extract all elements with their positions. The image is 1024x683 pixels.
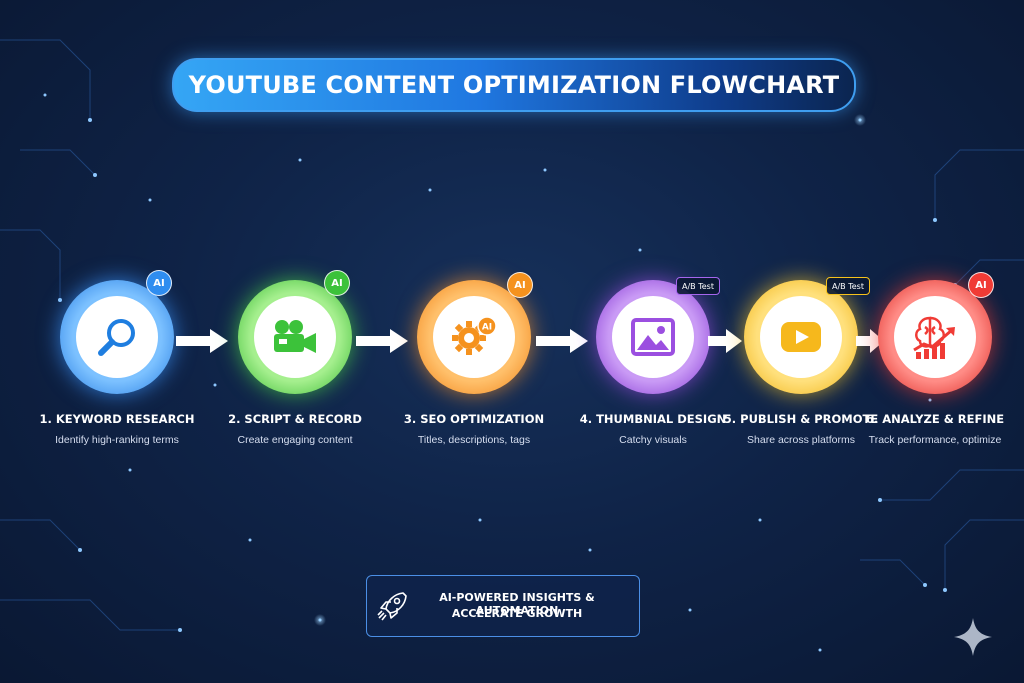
step-keyword-research: AI	[60, 270, 174, 394]
step-analyze-refine: AI	[878, 272, 994, 394]
step-description: Create engaging content	[237, 434, 353, 446]
step-description: Titles, descriptions, tags	[417, 434, 531, 446]
growth-callout: AI-POWERED INSIGHTS & AUTOMATION ACCEERA…	[366, 575, 640, 637]
step-title: 3. SEO OPTIMIZATION	[403, 412, 545, 426]
ab-test-badge: A/B Test	[676, 277, 720, 295]
sparkle-icon	[954, 618, 992, 656]
video-camera-icon	[274, 320, 316, 353]
inner-ai-label: AI	[482, 323, 492, 333]
step-script-record: AI	[238, 270, 352, 394]
title-banner: YOUTUBE CONTENT OPTIMIZATION FLOWCHART	[172, 58, 856, 112]
step-icon-disc	[76, 296, 158, 378]
step-icon-disc	[254, 296, 336, 378]
flow-arrow	[856, 329, 884, 353]
step-description: Identify high-ranking terms	[55, 434, 179, 446]
step-description: Catchy visuals	[619, 434, 687, 446]
step-title: 5. PUBLISH & PROMOTE	[723, 412, 879, 426]
step-icon-disc	[894, 296, 976, 378]
image-icon	[631, 318, 675, 356]
flow-arrow	[536, 329, 588, 353]
ai-badge: AI	[968, 272, 994, 298]
step-publish-promote: A/B Test	[744, 277, 870, 394]
gear-icon: AI	[452, 316, 497, 355]
step-icon-disc	[760, 296, 842, 378]
step-title: 6. ANALYZE & REFINE	[865, 412, 1005, 426]
search-icon	[98, 319, 135, 356]
callout-line-2: ACCEERATE GROWTH	[451, 607, 583, 620]
rocket-icon	[377, 592, 407, 621]
step-icon-disc	[612, 296, 694, 378]
ai-badge: AI	[324, 270, 350, 296]
flow-arrow	[708, 329, 742, 353]
callout-line-1: AI-POWERED INSIGHTS & AUTOMATION	[439, 591, 595, 617]
step-thumbnail-design: A/B Test	[596, 277, 720, 394]
flow-arrow	[176, 329, 228, 353]
step-seo-optimization: AI AI	[417, 272, 533, 394]
page-title: YOUTUBE CONTENT OPTIMIZATION FLOWCHART	[188, 71, 840, 99]
step-description: Track performance, optimize	[868, 434, 1002, 446]
step-title: 1. KEYWORD RESEARCH	[39, 412, 195, 426]
play-button-icon	[781, 322, 821, 352]
step-title: 2. SCRIPT & RECORD	[228, 412, 362, 426]
brain-chart-icon	[913, 316, 955, 359]
step-icon-disc: AI	[433, 296, 515, 378]
ai-badge: AI	[507, 272, 533, 298]
step-description: Share across platforms	[747, 434, 855, 446]
flow-arrow	[356, 329, 408, 353]
ab-test-badge: A/B Test	[826, 277, 870, 295]
step-title: 4. THUMBNIAL DESIGN	[579, 412, 727, 426]
ai-badge: AI	[146, 270, 172, 296]
